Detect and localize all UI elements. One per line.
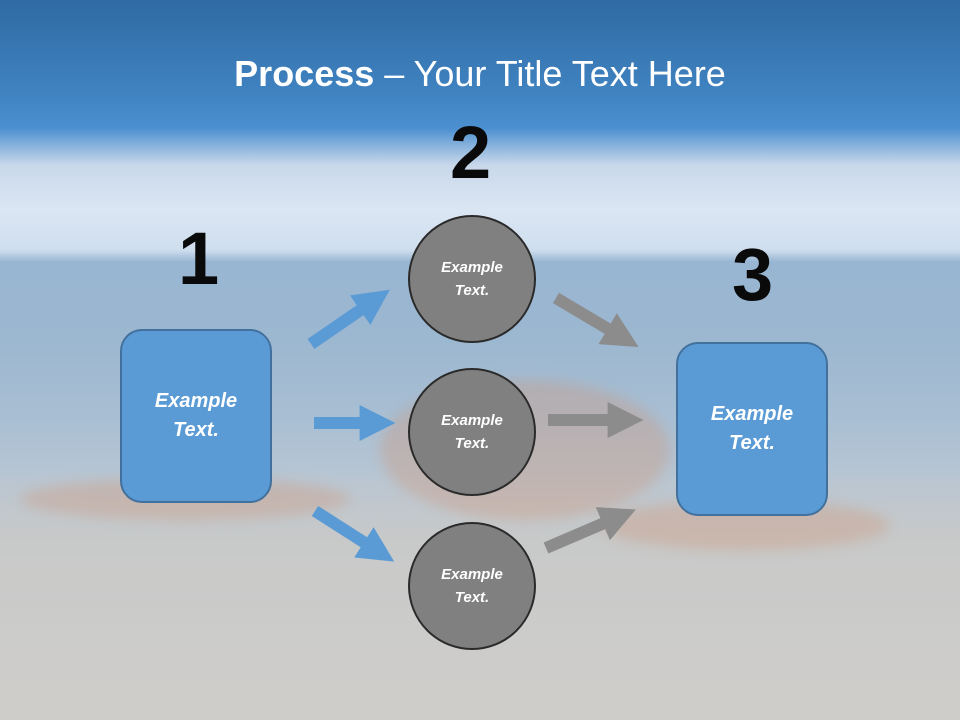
step-number-2: 2 xyxy=(450,111,492,194)
right-box-line2: Text. xyxy=(729,432,775,454)
circle-1-line2: Text. xyxy=(454,282,490,299)
circle-3-line1: Example xyxy=(441,566,503,583)
left-box-line1: Example xyxy=(154,390,238,412)
circle-2-line1: Example xyxy=(441,412,503,429)
arrow-box1-to-circle3 xyxy=(311,505,395,562)
circle-3-line2: Text. xyxy=(454,589,490,606)
slide-title: Process – Your Title Text Here xyxy=(0,52,960,96)
step-number-1: 1 xyxy=(178,217,220,300)
right-box-line1: Example xyxy=(710,403,794,425)
circle-1-line1: Example xyxy=(441,259,503,276)
left-box-line2: Text. xyxy=(173,419,219,441)
step-number-3: 3 xyxy=(732,233,774,316)
arrow-circle1-to-box3 xyxy=(552,292,639,348)
arrow-circle3-to-box3 xyxy=(543,507,636,554)
title-bold: Process xyxy=(234,53,375,94)
arrow-box1-to-circle1 xyxy=(307,289,390,349)
circle-2-line2: Text. xyxy=(454,435,490,452)
title-rest: – Your Title Text Here xyxy=(374,53,726,94)
